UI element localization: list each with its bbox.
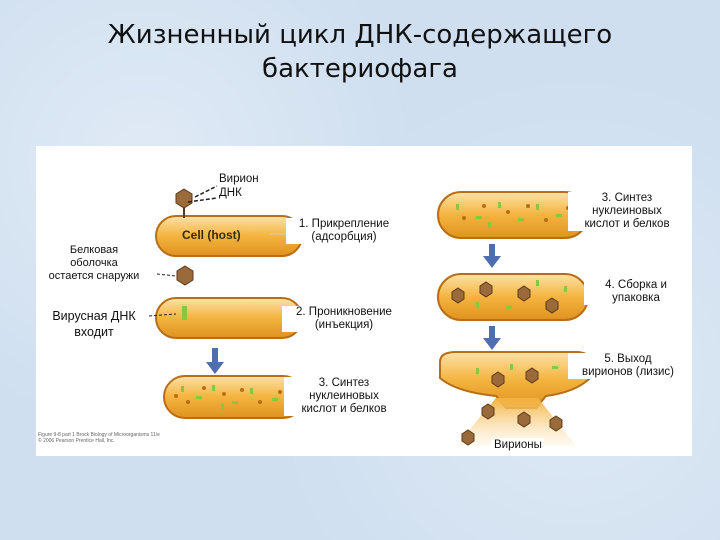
credit-line-1: Figure 9-8 part 1 Brock Biology of Micro… (38, 432, 160, 438)
credit-line-2: © 2006 Pearson Prentice Hall, Inc. (38, 438, 115, 444)
cell-synthesis-left (163, 375, 305, 419)
step4-line-1: 4. Сборка и (605, 279, 667, 291)
step2-label: 2. Проникновение (инъекция) (282, 306, 406, 332)
step1-title: 1. Прикрепление (298, 218, 390, 230)
protein-coat-line-2: оболочка (70, 257, 118, 269)
arrow-down-left (206, 348, 224, 374)
title-line-2: бактериофага (262, 54, 458, 84)
cell-injection (148, 297, 303, 339)
viral-dna-line-1: Вирусная ДНК (52, 309, 136, 323)
diagram-panel: Вирион ДНК Cell (host) 1. Прикрепление (… (36, 146, 692, 456)
step3-left-line-2: нуклеиновых (309, 390, 379, 402)
figure-credit: Figure 9-8 part 1 Brock Biology of Micro… (38, 432, 160, 444)
arrow-down-right-2 (483, 326, 501, 350)
step4-line-2: упаковка (612, 292, 660, 304)
title-line-1: Жизненный цикл ДНК-содержащего (107, 20, 613, 50)
dna-label: ДНК (219, 187, 242, 199)
cell-lysis (439, 351, 591, 446)
virions-label: Вирионы (492, 438, 544, 453)
diagram-graphics (148, 185, 591, 446)
viral-dna-label: Вирусная ДНК входит (38, 308, 150, 340)
empty-coat-icon (156, 265, 194, 286)
arrow-down-right-1 (483, 244, 501, 268)
step3-left-label: 3. Синтез нуклеиновых кислот и белков (284, 377, 404, 416)
protein-coat-line-1: Белковая (69, 244, 119, 256)
step5-label: 5. Выход вирионов (лизис) (568, 353, 688, 379)
step2-title: 2. Проникновение (296, 306, 392, 318)
step5-line-2: вирионов (лизис) (581, 366, 675, 378)
step3-left-line-1: 3. Синтез (318, 377, 370, 389)
step3-left-line-3: кислот и белков (301, 403, 387, 415)
protein-coat-label: Белковая оболочка остается снаружи (40, 244, 148, 283)
step3-right-line-1: 3. Синтез (601, 192, 653, 204)
protein-coat-line-3: остается снаружи (48, 270, 140, 282)
cell-host-label: Cell (host) (182, 228, 241, 242)
step3-right-label: 3. Синтез нуклеиновых кислот и белков (568, 192, 686, 231)
step2-subtitle: (инъекция) (314, 319, 374, 331)
page-title: Жизненный цикл ДНК-содержащего бактериоф… (0, 18, 720, 86)
virion-label: Вирион (219, 173, 259, 185)
step5-line-1: 5. Выход (604, 353, 652, 365)
step3-right-line-2: нуклеиновых (592, 205, 662, 217)
step4-label: 4. Сборка и упаковка (584, 279, 688, 305)
virion-icon (175, 185, 218, 218)
step3-right-line-3: кислот и белков (584, 218, 670, 230)
step1-subtitle: (адсорбция) (311, 231, 377, 243)
cell-assembly (437, 273, 589, 321)
viral-dna-line-2: входит (74, 325, 114, 339)
step1-label: 1. Прикрепление (адсорбция) (286, 218, 402, 244)
cell-synthesis-right (437, 191, 589, 239)
